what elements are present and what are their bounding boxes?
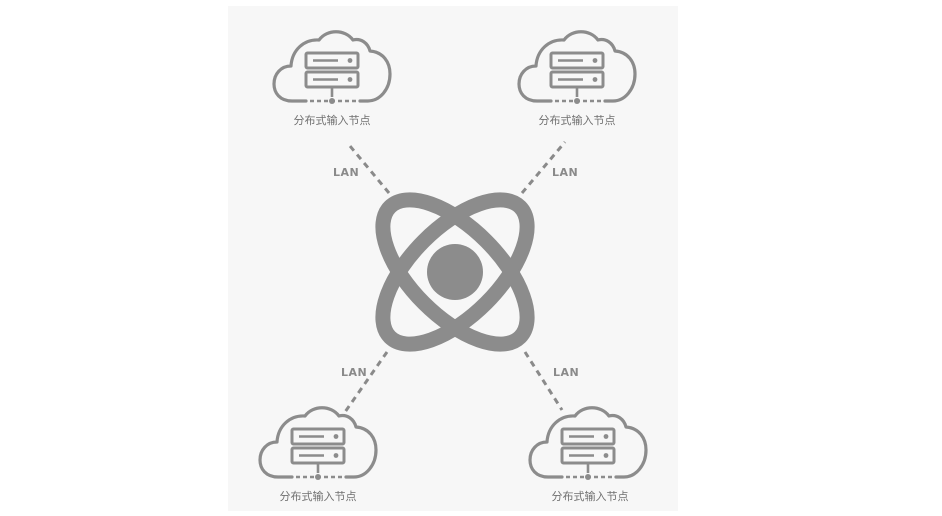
lan-label-bottom-left: LAN — [341, 366, 367, 379]
lan-label-bottom-right: LAN — [553, 366, 579, 379]
lan-link-bottom-right — [523, 351, 564, 411]
cloud-server-icon — [258, 406, 378, 482]
node-label-top-left: 分布式输入节点 — [294, 113, 371, 127]
node-label-top-right: 分布式输入节点 — [539, 113, 616, 127]
lan-link-bottom-left — [343, 351, 389, 413]
node-label-bottom-left: 分布式输入节点 — [280, 489, 357, 503]
cloud-server-icon — [528, 406, 648, 482]
atom-icon — [375, 192, 535, 352]
cloud-server-icon — [272, 30, 392, 106]
lan-link-top-right — [520, 141, 567, 194]
cloud-server-icon — [517, 30, 637, 106]
node-label-bottom-right: 分布式输入节点 — [552, 489, 629, 503]
lan-links — [343, 141, 567, 413]
lan-label-top-right: LAN — [552, 166, 578, 179]
lan-label-top-left: LAN — [333, 166, 359, 179]
